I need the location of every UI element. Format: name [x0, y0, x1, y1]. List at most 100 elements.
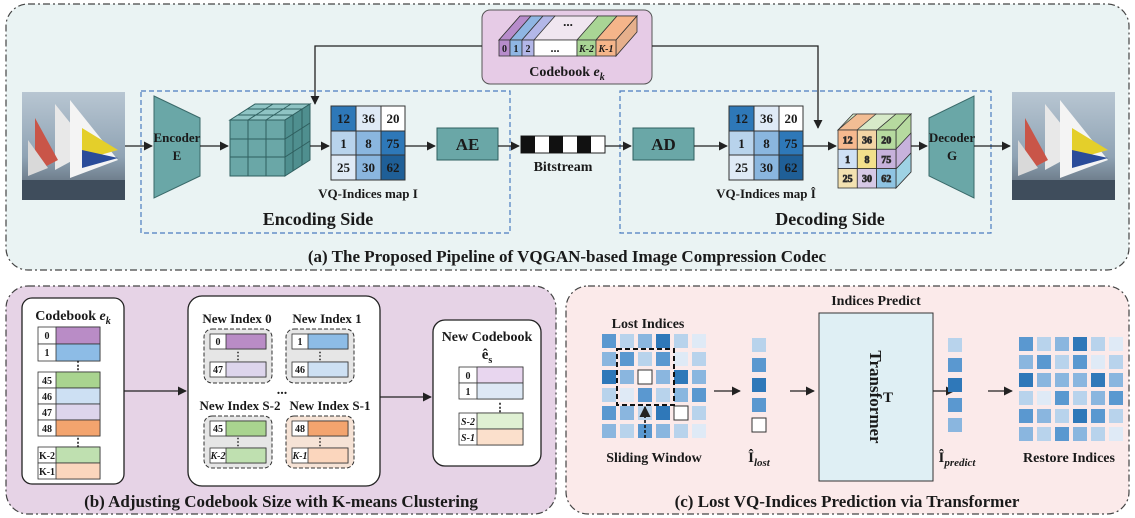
grid-cell: 8 [763, 136, 770, 151]
vq-indices-map-hat-label: VQ-Indices map Î [716, 186, 816, 201]
ae-block [436, 127, 499, 161]
feature-cube [228, 103, 312, 177]
encoder-symbol: E [173, 148, 182, 163]
ad-block [632, 127, 695, 161]
group-row-label: 0 [216, 337, 221, 348]
codebook-cell: 2 [526, 44, 531, 55]
cube-cell: 20 [881, 136, 891, 147]
codebook-title: Codebook ek [529, 65, 604, 83]
ae-label: AE [456, 135, 480, 154]
sliding-window-frame [616, 348, 675, 406]
cube-cell: 62 [881, 174, 891, 185]
encoding-side-box [140, 90, 511, 234]
group-row-label: K-2 [210, 451, 226, 462]
grid-cell: 36 [362, 111, 376, 126]
decoder-block [928, 95, 975, 199]
cube-cell: 36 [862, 136, 872, 147]
codebook-row-label: 46 [42, 392, 52, 403]
codebook-column-rows [37, 326, 101, 480]
predict-index-column [948, 338, 962, 432]
input-image [22, 92, 125, 200]
grid-cell: 1 [340, 136, 347, 151]
group-title: New Index S-1 [290, 398, 371, 413]
codebook-cell: K-2 [578, 44, 594, 55]
lost-indices-label: Lost Indices [612, 317, 685, 332]
cube-cell: 30 [862, 174, 872, 185]
output-image [1012, 92, 1115, 200]
codebook-row-label: 1 [45, 348, 50, 359]
codebook-cell: 0 [502, 44, 507, 55]
i-lost-label: Îlost [748, 449, 771, 469]
panel-a-caption: (a) The Proposed Pipeline of VQGAN-based… [308, 247, 827, 266]
bitstream-label: Bitstream [534, 160, 593, 175]
new-codebook-row-label: 1 [466, 387, 471, 398]
new-codebook-dots: ⋮ [495, 402, 506, 414]
encoder-block [153, 95, 201, 199]
grid-cell: 20 [785, 111, 798, 126]
new-codebook-row-label: S-2 [461, 417, 475, 428]
cube-cell: 25 [843, 174, 853, 185]
indices-grid-encoder: 12 36 20 1 8 75 25 30 62 [330, 105, 406, 181]
groups-middle-dots: ... [277, 383, 288, 398]
new-codebook-symbol: ês [482, 347, 493, 366]
new-codebook-row-label: S-1 [461, 433, 475, 444]
grid-cell: 36 [760, 111, 774, 126]
grid-cell: 62 [785, 160, 798, 175]
codebook-dots: ⋮ [73, 437, 84, 449]
ad-label: AD [651, 135, 676, 154]
codebook-row-label: K-1 [39, 467, 55, 478]
panel-b: Codebook ek 0 1 ⋮ 45 46 47 48 ⋮ K-2 K-1 … [5, 285, 557, 515]
indices-grid-decoder: 12 36 20 1 8 75 25 30 62 [728, 105, 804, 181]
codebook-row-label: 0 [45, 331, 50, 342]
panel-a-arrows [125, 45, 1011, 151]
restore-indices-label: Restore Indices [1023, 451, 1115, 466]
panel-c: Lost Indices Sliding Window Îlost Indice… [565, 285, 1130, 515]
codebook-cell: ... [551, 41, 560, 55]
decoding-side-label: Decoding Side [775, 209, 885, 229]
grid-cell: 25 [735, 160, 749, 175]
transformer-block [818, 312, 934, 482]
group-row-label: 1 [298, 337, 303, 348]
grid-cell: 20 [387, 111, 400, 126]
cube-cell: 1 [845, 155, 850, 166]
grid-cell: 75 [785, 136, 799, 151]
group-row-label: K-1 [292, 451, 308, 462]
cube-cell: 8 [865, 155, 870, 166]
grid-cell: 75 [387, 136, 401, 151]
encoder-label: Encoder [154, 130, 201, 145]
vq-indices-map-label: VQ-Indices map I [318, 186, 418, 201]
decoder-label: Decoder [929, 130, 975, 145]
sliding-window-label: Sliding Window [606, 451, 702, 466]
group-row-label: 47 [213, 365, 223, 376]
codebook-cell: 1 [514, 44, 519, 55]
quantized-cube: 12 36 20 1 8 75 25 30 62 [836, 112, 912, 190]
codebook-dots: ⋮ [73, 360, 84, 372]
codebook-column-title: Codebook ek [35, 309, 110, 327]
transformer-label: Transformer [866, 350, 885, 444]
group-dots: ⋮ [233, 437, 243, 448]
grid-cell: 12 [337, 111, 350, 126]
lost-index-column [751, 338, 767, 433]
new-codebook-title: New Codebook [442, 330, 533, 345]
grid-cell: 30 [760, 160, 773, 175]
grid-cell: 8 [365, 136, 372, 151]
codebook-top-dots: ... [563, 14, 573, 29]
i-predict-label: Îpredict [938, 449, 976, 469]
codebook-row-label: K-2 [39, 451, 55, 462]
grid-cell: 25 [337, 160, 351, 175]
grid-cell: 30 [362, 160, 375, 175]
codebook-cell: K-1 [598, 44, 614, 55]
codebook-strip [498, 14, 638, 58]
grid-cell: 62 [387, 160, 400, 175]
restored-indices-grid [1019, 337, 1123, 441]
cube-cell: 12 [843, 136, 853, 147]
transformer-symbol: T [883, 390, 893, 406]
cube-cell: 75 [881, 155, 891, 166]
new-codebook-row-label: 0 [466, 371, 471, 382]
group-title: New Index S-2 [200, 398, 281, 413]
grid-cell: 1 [738, 136, 745, 151]
group-title: New Index 0 [202, 311, 271, 326]
codebook-row-label: 48 [42, 424, 52, 435]
group-dots: ⋮ [315, 351, 325, 362]
